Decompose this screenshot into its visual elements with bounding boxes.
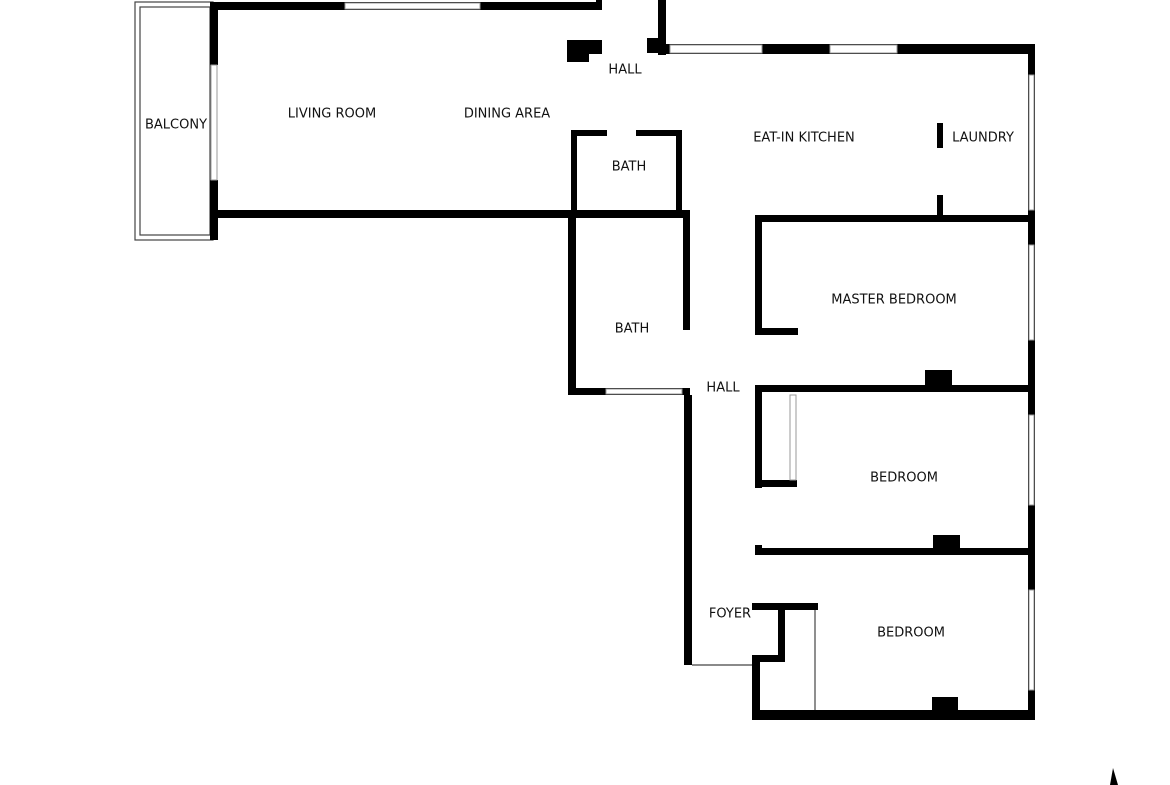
room-label-hall-top: HALL	[608, 62, 642, 78]
room-label-bedroom-2: BEDROOM	[877, 625, 945, 641]
room-label-foyer: FOYER	[708, 606, 752, 622]
room-label-bedroom-1: BEDROOM	[870, 470, 938, 486]
room-label-bath-2: BATH	[614, 321, 650, 337]
windows	[210, 2, 1035, 691]
thin-lines	[692, 610, 816, 710]
room-label-living-room: LIVING ROOM	[287, 106, 377, 122]
room-label-bath-1: BATH	[611, 159, 647, 175]
room-label-eat-in-kitchen: EAT-IN KITCHEN	[753, 130, 855, 146]
room-label-laundry: LAUNDRY	[952, 130, 1014, 146]
room-label-dining-area: DINING AREA	[463, 106, 551, 122]
room-label-master-bedroom: MASTER BEDROOM	[831, 292, 957, 308]
room-label-balcony: BALCONY	[144, 117, 208, 133]
room-label-hall-center: HALL	[706, 380, 740, 396]
north-arrow-icon	[1110, 768, 1118, 785]
